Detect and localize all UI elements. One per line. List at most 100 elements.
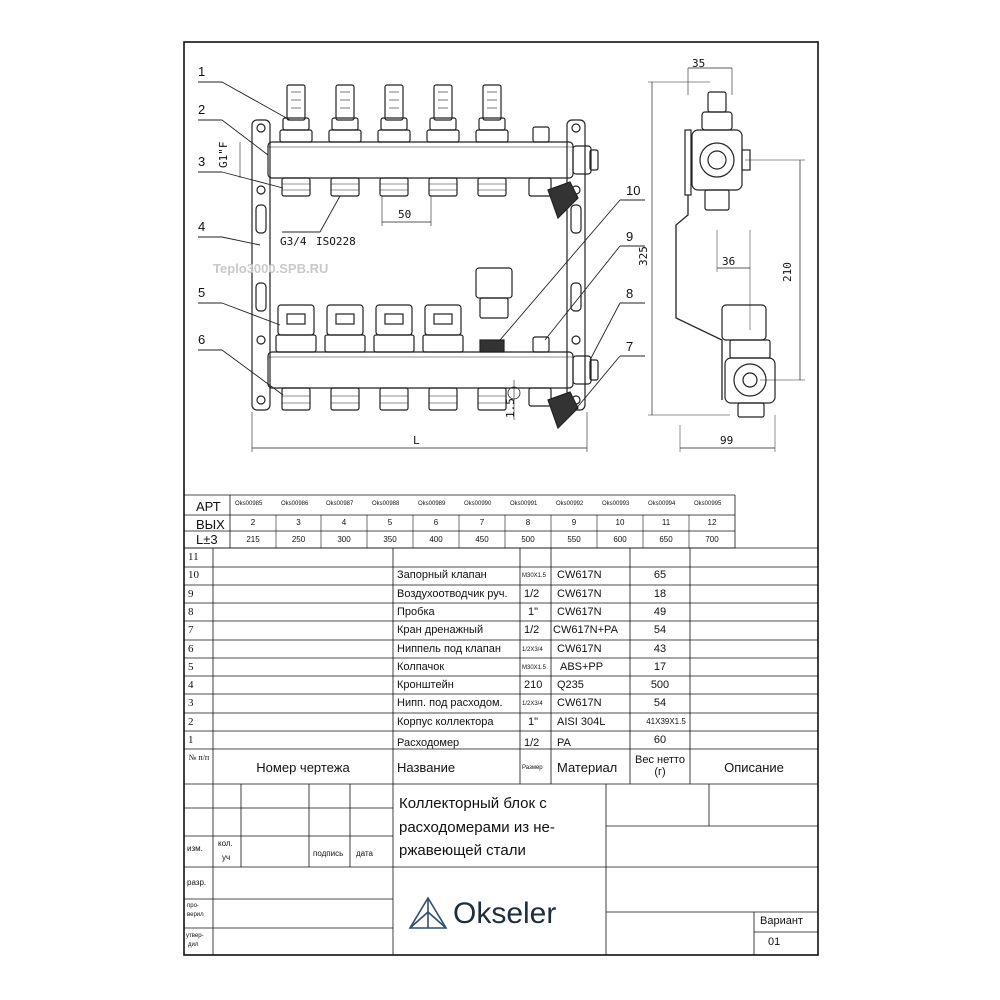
article-cell: Oks00988 — [372, 501, 400, 507]
part-name: Корпус коллектора — [397, 716, 494, 728]
output-cell: 10 — [615, 518, 625, 527]
part-name: Расходомер — [397, 737, 460, 749]
length-cell: 450 — [475, 535, 489, 544]
length-dim: L — [413, 434, 420, 447]
part-weight: 41X39X1.5 — [646, 717, 686, 726]
callout-2: 2 — [198, 102, 206, 117]
side-offset: 36 — [722, 255, 736, 268]
part-num: 8 — [188, 606, 194, 618]
parts-table-grid — [184, 547, 818, 785]
part-size: 1/2 — [524, 737, 540, 749]
article-cell: Oks00987 — [326, 501, 354, 507]
part-material: ABS+PP — [560, 661, 604, 673]
article-cell: Oks00993 — [602, 501, 630, 507]
part-name: Ниппель под клапан — [397, 643, 501, 655]
side-top-width: 35 — [692, 57, 706, 70]
bottom-manifold — [267, 351, 574, 389]
top-manifold — [267, 141, 574, 179]
callout-8: 8 — [626, 286, 634, 301]
row-razr: разр. — [187, 878, 207, 887]
part-weight: 54 — [653, 697, 667, 709]
front-view — [239, 84, 599, 452]
callout-7: 7 — [626, 339, 634, 354]
part-num: 10 — [188, 569, 199, 581]
right-bracket — [566, 119, 586, 411]
part-num: 7 — [188, 624, 194, 636]
part-name: Кран дренажный — [397, 624, 484, 636]
side-depth: 99 — [720, 434, 734, 447]
art-table-cols — [275, 515, 690, 548]
length-cell: 250 — [291, 535, 306, 544]
part-size: 1/2 — [524, 624, 540, 636]
part-weight: 17 — [653, 661, 667, 673]
part-material: CW617N — [557, 588, 602, 600]
variant-value: 01 — [768, 936, 781, 948]
article-cell: Oks00992 — [556, 501, 584, 507]
part-material: CW617N — [557, 606, 602, 618]
part-size: 1/2X3/4 — [522, 701, 543, 707]
article-cell: Oks00990 — [464, 501, 492, 507]
part-weight: 49 — [653, 606, 667, 618]
variant-label: Вариант — [760, 915, 803, 927]
title-line-2: расходомерами из не- — [399, 819, 555, 836]
offset-dim: 1.5 — [504, 398, 517, 418]
valve-caps — [275, 304, 507, 411]
part-weight: 500 — [650, 679, 670, 691]
header-material: Материал — [557, 760, 618, 775]
callout-9: 9 — [626, 229, 634, 244]
part-name: Запорный клапан — [397, 569, 487, 581]
output-cell: 11 — [661, 518, 671, 527]
part-weight: 43 — [653, 643, 667, 655]
part-num: 3 — [188, 697, 194, 709]
part-size: 1/2X3/4 — [522, 647, 543, 653]
title-line-1: Коллекторный блок с — [399, 795, 547, 812]
article-cell: Oks00991 — [510, 501, 538, 507]
length-cell: 650 — [659, 535, 673, 544]
part-num: 1 — [188, 734, 194, 746]
header-num: № п/п — [188, 753, 210, 762]
part-num: 6 — [188, 643, 194, 655]
length-cell: 700 — [705, 535, 719, 544]
callout-leaders — [198, 81, 645, 411]
col-izm: изм. — [187, 844, 203, 853]
watermark: Teplo3000.SPB.RU — [213, 261, 329, 276]
length-cell: 550 — [567, 535, 581, 544]
out-row-label: ВЫХ — [196, 517, 225, 532]
article-cell: Oks00986 — [281, 501, 309, 507]
length-cell: 300 — [337, 535, 351, 544]
header-weight: Вес нетто (г) — [635, 754, 685, 779]
row-utv: дил — [188, 942, 199, 948]
part-material: CW617N+PA — [553, 624, 618, 636]
header-description: Описание — [724, 760, 784, 775]
output-cell: 6 — [433, 518, 439, 527]
col-data: дата — [356, 849, 373, 858]
inlet-std: ISO228 — [316, 235, 356, 248]
part-size: 1" — [528, 606, 539, 618]
okseler-logo-icon — [408, 896, 448, 929]
callout-5: 5 — [198, 285, 206, 300]
article-cell: Oks00994 — [648, 501, 676, 507]
side-spacing: 210 — [781, 262, 794, 282]
output-cell: 3 — [296, 518, 301, 527]
title-block-grid — [184, 784, 818, 955]
part-material: AISI 304L — [557, 716, 606, 728]
part-size: 1/2 — [524, 588, 540, 600]
part-num: 9 — [188, 588, 194, 600]
output-cell: 9 — [571, 518, 577, 527]
output-cell: 4 — [341, 518, 347, 527]
part-num: 4 — [188, 679, 194, 691]
len-row-label: L±3 — [196, 532, 218, 547]
flowmeters — [279, 84, 509, 197]
length-cell: 500 — [521, 535, 535, 544]
part-size: M30X1.5 — [522, 665, 547, 671]
article-cell: Oks00985 — [235, 501, 263, 507]
output-cell: 5 — [387, 518, 393, 527]
callout-10: 10 — [626, 183, 641, 198]
output-cell: 7 — [479, 518, 485, 527]
header-name: Название — [397, 760, 456, 775]
article-cell: Oks00989 — [418, 501, 446, 507]
output-cell: 2 — [250, 518, 256, 527]
length-cell: 600 — [613, 535, 627, 544]
row-utv: утвер- — [186, 933, 204, 939]
